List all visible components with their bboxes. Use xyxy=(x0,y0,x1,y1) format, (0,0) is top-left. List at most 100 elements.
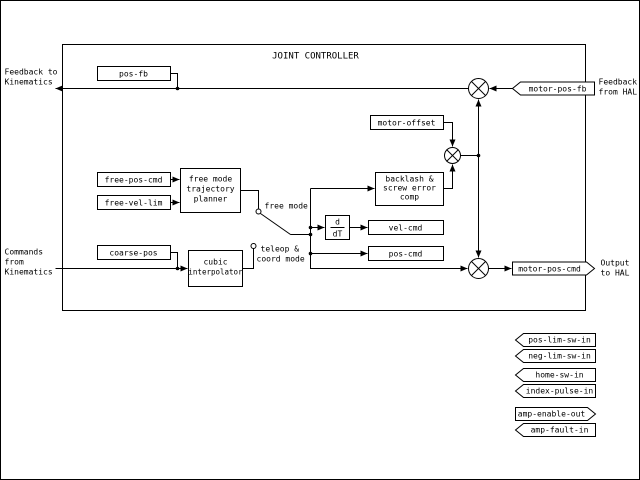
junction-dot xyxy=(476,153,481,158)
index-pulse-in-label: index-pulse-in xyxy=(526,387,594,396)
sum-junction-offset xyxy=(444,147,461,164)
commands-from-kinematics-line3: Kinematics xyxy=(5,268,53,277)
backlash-comp-line2: screw error xyxy=(383,184,436,193)
free-mode-label: free mode xyxy=(265,202,309,211)
label-feedback-from-hal: Feedback from HAL xyxy=(599,78,638,97)
trajectory-planner-line3: planner xyxy=(194,195,228,204)
amp-fault-in-label: amp-fault-in xyxy=(531,426,589,435)
backlash-comp-line1: backlash & xyxy=(385,175,433,184)
free-pos-cmd-label: free-pos-cmd xyxy=(105,176,163,185)
trajectory-planner-line1: free mode xyxy=(189,175,233,184)
feedback-from-hal-line2: from HAL xyxy=(599,88,638,97)
pos-fb-label: pos-fb xyxy=(119,70,148,79)
pos-lim-sw-in-label: pos-lim-sw-in xyxy=(528,336,591,345)
hal-pin-amp-fault-in: amp-fault-in xyxy=(514,423,596,437)
trajectory-planner-box xyxy=(180,168,241,213)
sum-junction-feedback xyxy=(468,78,489,99)
coarse-pos-label: coarse-pos xyxy=(109,249,157,258)
teleop-coord-label-line2: coord mode xyxy=(257,255,305,264)
switch-contact-teleop xyxy=(250,243,257,249)
pos-cmd-label: pos-cmd xyxy=(389,250,423,259)
hal-pin-index-pulse-in: index-pulse-in xyxy=(514,384,596,398)
neg-lim-sw-in-label: neg-lim-sw-in xyxy=(528,352,591,361)
block-cubic-interpolator: cubic interpolator xyxy=(188,250,243,287)
wire-backlash-to-sum2 xyxy=(443,164,456,189)
motor-pos-cmd-label: motor-pos-cmd xyxy=(518,265,581,274)
hal-pin-amp-enable-out: amp-enable-out xyxy=(515,407,597,421)
coarse-pos-box xyxy=(97,245,171,260)
pin-tag-right-icon xyxy=(515,407,597,421)
wire-coarse-pos-tap xyxy=(170,252,178,269)
derivative-denominator: dT xyxy=(333,230,343,239)
commands-from-kinematics-line1: Commands xyxy=(5,248,44,257)
label-commands-from-kinematics: Commands from Kinematics xyxy=(5,248,53,277)
pin-tag-left-icon xyxy=(514,333,596,347)
pin-tag-left-icon xyxy=(514,368,596,382)
cubic-interpolator-box xyxy=(188,250,243,287)
block-motor-offset: motor-offset xyxy=(370,115,444,130)
backlash-comp-box xyxy=(375,172,444,206)
feedback-to-kinematics-line1: Feedback to xyxy=(5,68,58,77)
vel-cmd-box xyxy=(368,220,444,235)
hal-pin-pos-lim-sw-in: pos-lim-sw-in xyxy=(514,333,596,347)
output-to-hal-line1: Output xyxy=(601,259,630,268)
block-vel-cmd: vel-cmd xyxy=(368,220,444,235)
motor-pos-fb-label: motor-pos-fb xyxy=(529,85,587,94)
wire-planner-to-free-contact xyxy=(240,190,259,209)
hal-pin-neg-lim-sw-in: neg-lim-sw-in xyxy=(514,349,596,363)
sum-junction-command xyxy=(468,258,489,279)
block-backlash-screw-error-comp: backlash & screw error comp xyxy=(375,172,444,206)
junction-dots xyxy=(175,86,481,271)
sum-x-icon xyxy=(446,149,459,162)
switch-wiper xyxy=(260,213,291,235)
pin-tag-right-icon xyxy=(512,261,596,276)
label-feedback-to-kinematics: Feedback to Kinematics xyxy=(5,68,58,87)
amp-enable-out-label: amp-enable-out xyxy=(518,410,586,419)
wire-motor-offset-to-sum2 xyxy=(443,122,456,147)
junction-dot xyxy=(308,225,313,230)
wire-pos-fb-tap xyxy=(170,73,178,89)
teleop-coord-label-line1: teleop & xyxy=(261,245,300,254)
motor-offset-label: motor-offset xyxy=(378,119,436,128)
label-output-to-hal: Output to HAL xyxy=(601,259,630,278)
pos-fb-box xyxy=(97,66,171,81)
feedback-to-kinematics-line2: Kinematics xyxy=(5,78,53,87)
pin-tag-left-icon xyxy=(514,423,596,437)
hal-pin-motor-pos-fb: motor-pos-fb xyxy=(511,81,595,96)
free-vel-lim-box xyxy=(97,195,171,210)
wire-interpolator-to-teleop-contact xyxy=(242,248,254,269)
block-free-mode-trajectory-planner: free mode trajectory planner xyxy=(180,168,241,213)
junction-dot xyxy=(308,251,313,256)
junction-dot xyxy=(175,86,180,91)
commands-from-kinematics-line2: from xyxy=(5,258,24,267)
pin-tag-left-icon xyxy=(514,384,596,398)
output-to-hal-line2: to HAL xyxy=(601,269,630,278)
sum-x-icon xyxy=(471,261,486,276)
sum-x-icon xyxy=(471,81,486,96)
hal-pin-home-sw-in: home-sw-in xyxy=(514,368,596,382)
free-vel-lim-label: free-vel-lim xyxy=(105,199,163,208)
block-pos-cmd: pos-cmd xyxy=(368,246,444,261)
block-pos-fb: pos-fb xyxy=(97,66,171,81)
home-sw-in-label: home-sw-in xyxy=(535,371,583,380)
block-derivative: d dT xyxy=(325,215,350,240)
block-free-vel-lim: free-vel-lim xyxy=(97,195,171,210)
cubic-interpolator-line1: cubic xyxy=(203,258,227,267)
block-coarse-pos: coarse-pos xyxy=(97,245,171,260)
junction-dot xyxy=(308,232,313,237)
diagram-title: JOINT CONTROLLER xyxy=(272,52,359,62)
mode-switch: free mode teleop & coord mode xyxy=(250,202,309,264)
free-pos-cmd-box xyxy=(97,172,171,187)
switch-contact-free xyxy=(255,208,262,215)
hal-pin-motor-pos-cmd: motor-pos-cmd xyxy=(512,261,596,276)
wires xyxy=(55,73,513,272)
vel-cmd-label: vel-cmd xyxy=(389,224,423,233)
motor-offset-box xyxy=(370,115,444,130)
block-free-pos-cmd: free-pos-cmd xyxy=(97,172,171,187)
pin-tag-left-icon xyxy=(511,81,595,96)
feedback-from-hal-line1: Feedback xyxy=(599,78,638,87)
derivative-numerator: d xyxy=(335,218,340,227)
trajectory-planner-line2: trajectory xyxy=(186,185,234,194)
